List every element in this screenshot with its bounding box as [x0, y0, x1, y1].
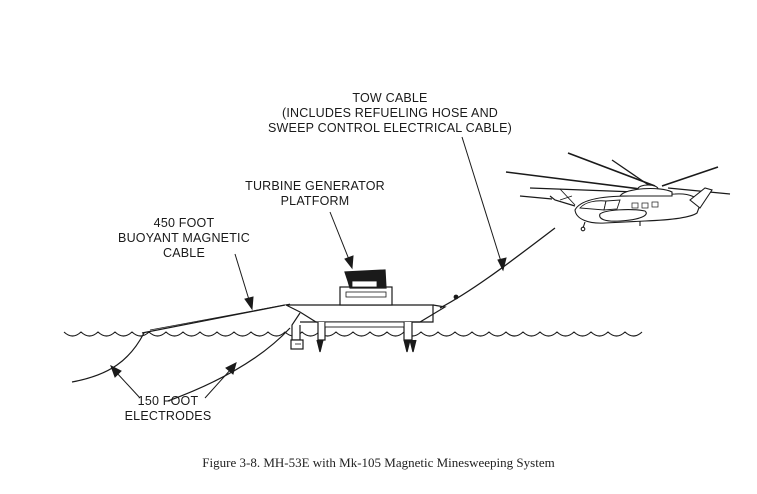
- turbine-generator-platform-icon: [285, 269, 447, 353]
- tow-cable-label-line-2: (INCLUDES REFUELING HOSE AND: [281, 106, 499, 120]
- turbine-generator-label-line-1: TURBINE GENERATOR: [245, 179, 385, 193]
- buoyant-cable-label-line-1: 450 FOOT: [153, 216, 215, 230]
- electrode-cable-2: [167, 327, 291, 402]
- electrode-cable-1: [71, 332, 145, 383]
- tow-cable: [439, 227, 556, 309]
- tow-cable-label: TOW CABLE (INCLUDES REFUELING HOSE AND S…: [240, 91, 540, 136]
- buoyant-cable-label-line-3: CABLE: [163, 246, 205, 260]
- tow-cable-label-line-1: TOW CABLE: [352, 91, 428, 105]
- water-surface-icon: [63, 331, 643, 337]
- electrode-arrowhead-2: [225, 362, 237, 375]
- turbine-generator-label: TURBINE GENERATOR PLATFORM: [225, 179, 405, 209]
- turbine-leader: [329, 211, 351, 263]
- buoyant-cable-upper: [149, 303, 291, 331]
- buoyant-cable-label-line-2: BUOYANT MAGNETIC: [118, 231, 250, 245]
- electrode-arrowhead-1: [110, 364, 122, 378]
- buoyant-cable-arrowhead: [244, 296, 254, 311]
- water-waves: [63, 331, 643, 337]
- tow-cable-leader: [461, 136, 504, 269]
- turbine-arrowhead: [344, 255, 354, 270]
- electrode-leader-1: [115, 371, 141, 399]
- tow-cable-arrowhead: [497, 257, 507, 272]
- turbine-generator-label-line-2: PLATFORM: [280, 194, 350, 208]
- tow-cable-marker: [453, 294, 459, 300]
- tow-cable-label-line-3: SWEEP CONTROL ELECTRICAL CABLE): [268, 121, 512, 135]
- electrode-leader-2: [204, 367, 233, 399]
- buoyant-cable-leader: [234, 253, 251, 304]
- electrodes-label-line-1: 150 FOOT: [137, 394, 199, 408]
- electrodes-label: 150 FOOT ELECTRODES: [108, 394, 228, 424]
- electrodes-label-line-2: ELECTRODES: [124, 409, 212, 423]
- helicopter-icon: [505, 152, 731, 232]
- buoyant-cable-label: 450 FOOT BUOYANT MAGNETIC CABLE: [104, 216, 264, 261]
- figure-caption: Figure 3-8. MH-53E with Mk-105 Magnetic …: [202, 455, 555, 470]
